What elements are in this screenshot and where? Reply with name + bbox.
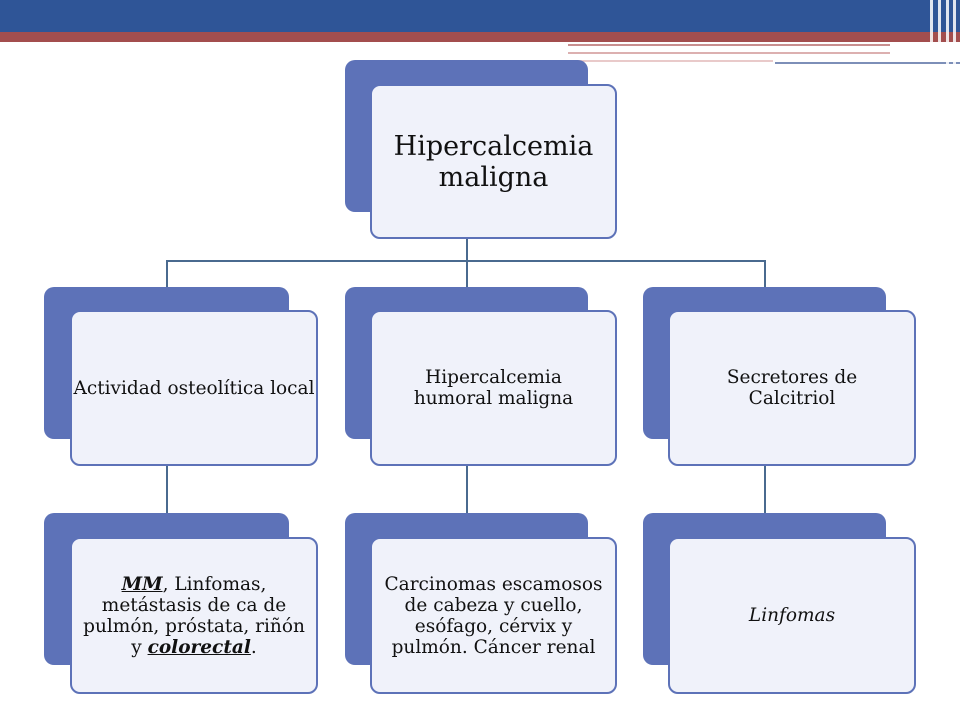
branch-label: Hipercalcemia humoral maligna — [413, 367, 574, 409]
accent-line-4 — [775, 62, 960, 64]
connector-branch-1 — [166, 260, 168, 288]
branch-node-humoral: Hipercalcemia humoral maligna — [370, 310, 617, 466]
leaf-node-humoral: Carcinomas escamosos de cabeza y cuello,… — [370, 537, 617, 694]
connector-branch-3 — [764, 260, 766, 288]
leaf-node-calcitriol: Linfomas — [668, 537, 916, 694]
leaf-emphasis: MM — [121, 573, 163, 595]
leaf-text: Linfomas — [748, 605, 836, 626]
branch-label: Secretores de Calcitriol — [726, 367, 858, 409]
leaf-node-osteolitica: MM, Linfomas, metástasis de ca de pulmón… — [70, 537, 318, 694]
accent-line-2 — [568, 52, 890, 54]
leaf-segment: . — [250, 636, 257, 658]
accent-bar — [0, 32, 960, 42]
branch-node-calcitriol: Secretores de Calcitriol — [668, 310, 916, 466]
root-label: Hipercalcemia maligna — [393, 130, 594, 193]
branch-label: Actividad osteolítica local — [73, 377, 315, 399]
leaf-text: Carcinomas escamosos de cabeza y cuello,… — [384, 573, 603, 658]
connector-leaf-1 — [166, 465, 168, 515]
header-stripe — [953, 0, 956, 64]
header-stripe — [946, 0, 949, 68]
leaf-segment: , Linfomas, metástasis de ca de pulmón, … — [83, 573, 305, 658]
accent-line-1 — [568, 44, 890, 46]
header-bar — [0, 0, 960, 32]
connector-branch-2 — [466, 260, 468, 288]
leaf-text: MM, Linfomas, metástasis de ca de pulmón… — [80, 574, 308, 658]
header-stripe — [938, 0, 941, 60]
branch-node-osteolitica: Actividad osteolítica local — [70, 310, 318, 466]
connector-leaf-2 — [466, 465, 468, 515]
accent-line-3 — [568, 60, 773, 62]
leaf-emphasis: colorectal — [147, 636, 251, 658]
header-stripe — [930, 0, 933, 42]
connector-root-down — [466, 230, 468, 261]
connector-leaf-3 — [764, 465, 766, 515]
root-node: Hipercalcemia maligna — [370, 84, 617, 239]
